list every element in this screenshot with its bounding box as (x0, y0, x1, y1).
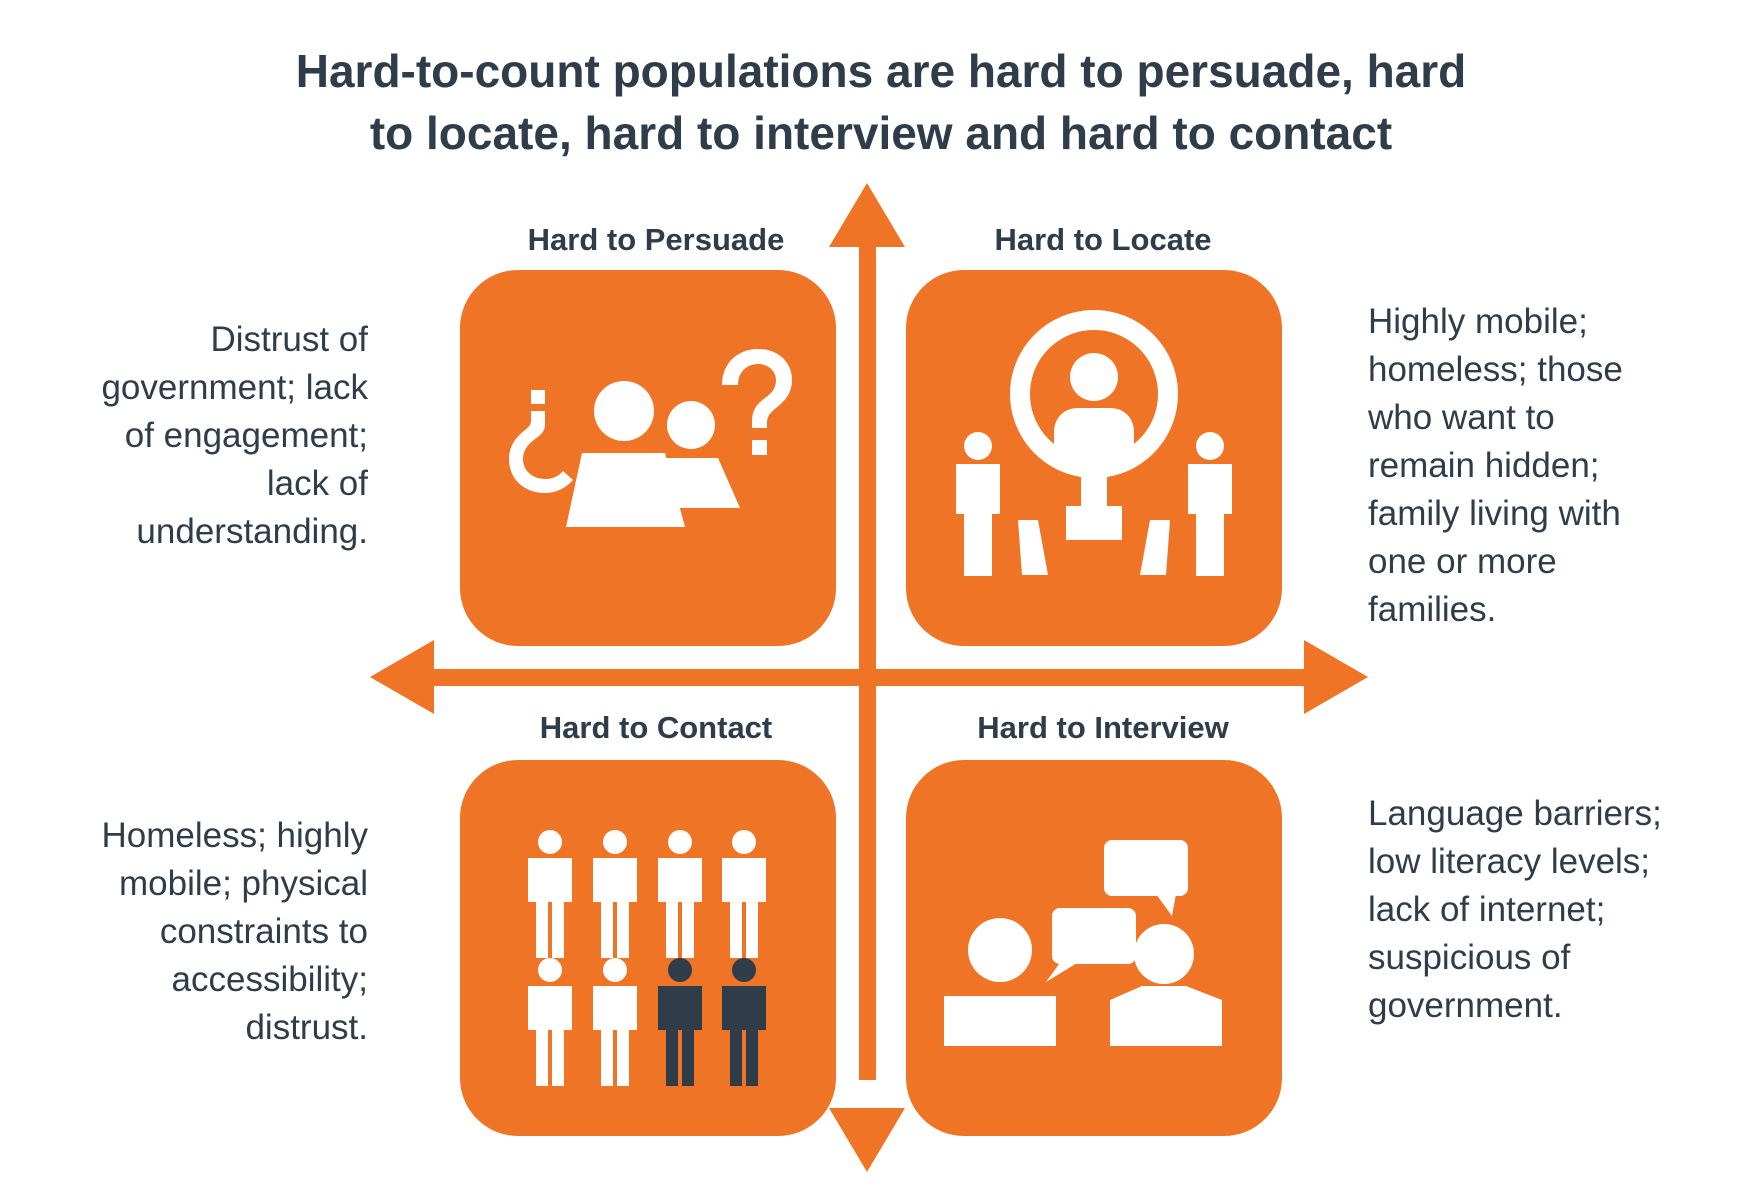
arrow-left-icon (370, 640, 434, 714)
tile-hard-to-locate (906, 270, 1282, 646)
desc-line: distrust. (245, 1008, 368, 1047)
magnifier-person-icon (956, 310, 1232, 576)
title-line-2: to locate, hard to interview and hard to… (369, 107, 1393, 159)
desc-line: lack of internet; (1368, 890, 1606, 929)
desc-line: of engagement; (124, 416, 368, 455)
desc-line: suspicious of (1368, 938, 1571, 977)
desc-line: constraints to (159, 912, 368, 951)
desc-line: Homeless; highly (101, 816, 369, 855)
desc-line: low literacy levels; (1368, 842, 1651, 881)
desc-line: accessibility; (171, 960, 368, 999)
description-hard-to-contact: Homeless; highly mobile; physical constr… (102, 812, 369, 1052)
label-hard-to-interview: Hard to Interview (977, 710, 1229, 745)
arrow-up-icon (829, 183, 905, 247)
confused-people-icon (509, 349, 792, 527)
desc-line: homeless; those (1368, 350, 1623, 389)
label-hard-to-persuade: Hard to Persuade (527, 222, 785, 257)
desc-line: lack of (266, 464, 368, 503)
tile-hard-to-persuade (460, 270, 836, 646)
arrow-down-icon (829, 1108, 905, 1172)
tile-hard-to-contact (460, 760, 836, 1136)
desc-line: government. (1368, 986, 1563, 1025)
people-group-icon (528, 830, 766, 1086)
arrow-right-icon (1304, 640, 1368, 714)
page-title: Hard-to-count populations are hard to pe… (0, 40, 1762, 164)
desc-line: Distrust of (210, 320, 368, 359)
description-hard-to-locate: Highly mobile; homeless; those who want … (1368, 298, 1623, 634)
tile-hard-to-interview (906, 760, 1282, 1136)
vertical-axis-line (859, 240, 876, 1080)
title-line-1: Hard-to-count populations are hard to pe… (295, 45, 1467, 97)
description-hard-to-persuade: Distrust of government; lack of engageme… (101, 316, 368, 556)
horizontal-axis-line (430, 669, 1305, 686)
desc-line: one or more (1368, 542, 1557, 581)
conversation-icon (944, 840, 1222, 1046)
desc-line: mobile; physical (119, 864, 368, 903)
label-hard-to-locate: Hard to Locate (994, 222, 1212, 257)
desc-line: who want to (1368, 398, 1555, 437)
desc-line: Highly mobile; (1368, 302, 1588, 341)
desc-line: remain hidden; (1368, 446, 1600, 485)
desc-line: understanding. (136, 512, 368, 551)
desc-line: government; lack (101, 368, 368, 407)
label-hard-to-contact: Hard to Contact (539, 710, 773, 745)
desc-line: Language barriers; (1368, 794, 1662, 833)
desc-line: families. (1368, 590, 1497, 629)
desc-line: family living with (1368, 494, 1621, 533)
description-hard-to-interview: Language barriers; low literacy levels; … (1368, 790, 1662, 1030)
